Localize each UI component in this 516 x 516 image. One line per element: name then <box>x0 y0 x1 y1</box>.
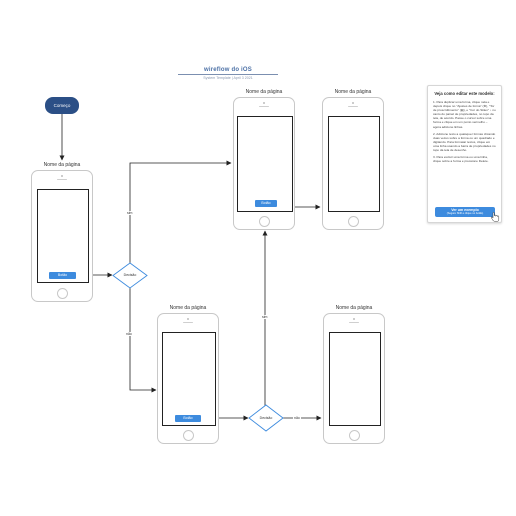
see-example-label: Ver um exemplo <box>451 208 479 212</box>
diagram-title: wireflow do iOS <box>203 67 252 73</box>
phone-frame-1[interactable]: Botão <box>31 170 93 302</box>
page2-button[interactable]: Botão <box>255 200 277 207</box>
page4-button[interactable]: Botão <box>175 415 201 422</box>
home-button-icon <box>258 216 270 227</box>
camera-dot-icon <box>187 318 189 320</box>
home-button-icon <box>56 288 68 299</box>
camera-dot-icon <box>263 102 265 104</box>
title-divider <box>178 74 278 75</box>
hand-pointer-icon <box>491 212 500 222</box>
page-label-4: Nome da página <box>169 305 207 311</box>
camera-dot-icon <box>352 102 354 104</box>
phone-screen-4 <box>162 332 216 426</box>
phone-screen-3 <box>328 116 380 212</box>
phone-frame-5[interactable] <box>323 313 385 444</box>
note-step-3: 3. Para excluir uma forma ou uma linha, … <box>433 155 489 164</box>
decision-label-1: Decisão <box>123 273 137 277</box>
diagram-title-block: wireflow do iOS System Template | April … <box>178 67 278 80</box>
diagram-subtitle: System Template | April 3 2021 <box>203 76 253 80</box>
speaker-icon <box>349 322 359 324</box>
phone-frame-2[interactable]: Botão <box>233 97 295 230</box>
phone-screen-5 <box>329 332 381 426</box>
note-step-1: 1. Para duplicar uma forma, clique nela … <box>433 100 496 129</box>
decision-diamond-2[interactable] <box>248 404 284 432</box>
page-label-2: Nome da página <box>245 89 283 95</box>
page1-button[interactable]: Botão <box>49 272 76 279</box>
home-button-icon <box>348 430 360 441</box>
start-node[interactable]: Começo <box>45 97 79 114</box>
camera-dot-icon <box>353 318 355 320</box>
edge-label-decision2-yes: sim <box>261 315 269 319</box>
decision-label-2: Decisão <box>259 416 273 420</box>
home-button-icon <box>347 216 359 227</box>
note-title: Veja como editar este modelo: <box>434 91 495 96</box>
speaker-icon <box>348 106 358 108</box>
phone-screen-1 <box>37 189 89 283</box>
see-example-hint: (Segure Shift e clique no botão) <box>446 212 484 215</box>
camera-dot-icon <box>61 175 63 177</box>
speaker-icon <box>183 322 193 324</box>
instructions-note: Veja como editar este modelo: 1. Para du… <box>427 85 502 223</box>
phone-screen-2 <box>237 116 293 212</box>
page-label-1: Nome da página <box>43 162 81 168</box>
phone-frame-3[interactable] <box>322 97 384 230</box>
connector-decision1-yes <box>129 160 232 263</box>
connector-decision1-no <box>129 288 157 393</box>
edge-label-decision1-no: não <box>125 332 133 336</box>
edge-label-decision2-no: não <box>293 416 301 420</box>
page-label-3: Nome da página <box>334 89 372 95</box>
home-button-icon <box>182 430 194 441</box>
note-step-2: 2. Adicione texto a quaisquer formas cli… <box>433 131 496 153</box>
speaker-icon <box>57 179 67 181</box>
speaker-icon <box>259 106 269 108</box>
edge-label-decision1-yes: sim <box>126 211 134 215</box>
page-label-5: Nome da página <box>335 305 373 311</box>
see-example-button[interactable]: Ver um exemplo (Segure Shift e clique no… <box>435 207 495 217</box>
phone-frame-4[interactable]: Botão <box>157 313 219 444</box>
decision-diamond-1[interactable] <box>112 262 148 289</box>
